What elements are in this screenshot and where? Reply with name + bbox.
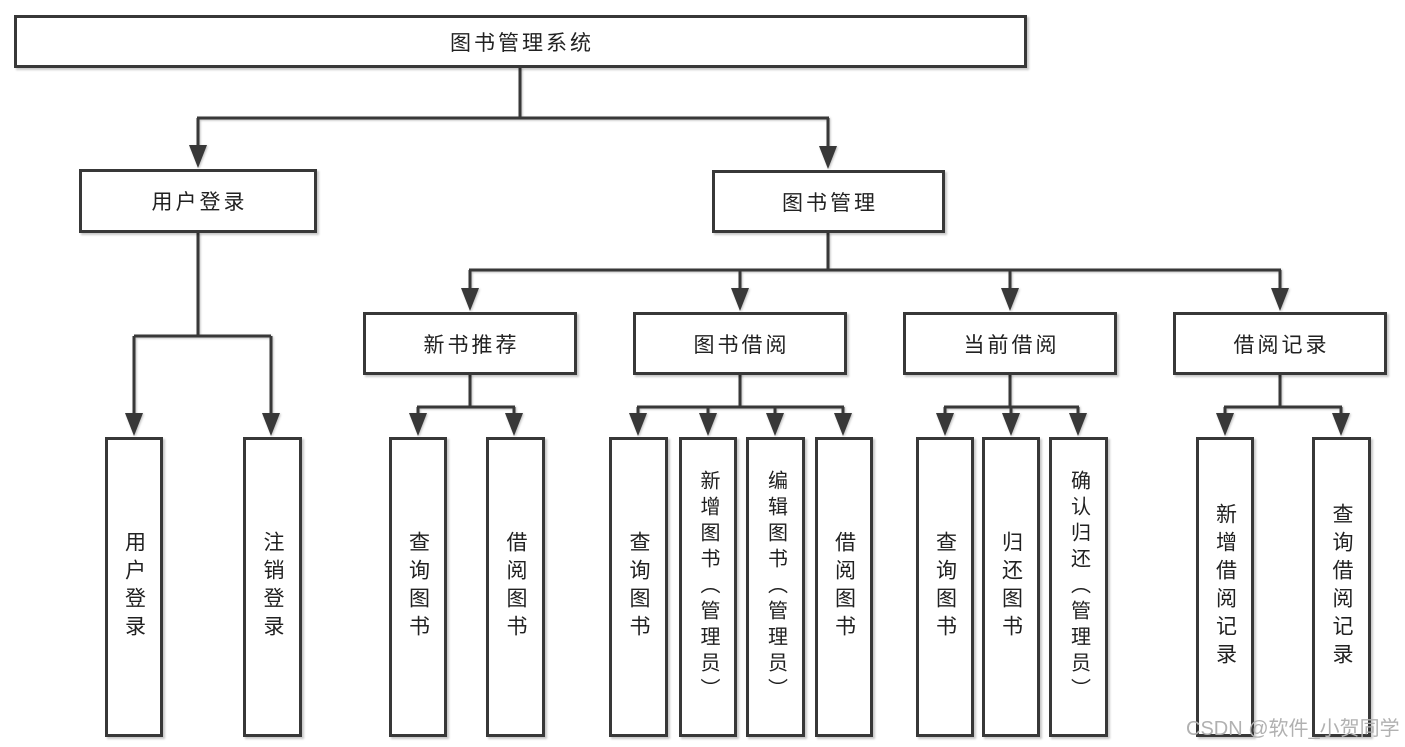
connector-newbook-to-leaves (416, 375, 516, 416)
arrowhead-icon (834, 413, 852, 436)
leaf-nb-query-books: 查询图书 (389, 437, 447, 737)
arrowhead-icon (189, 145, 207, 168)
watermark-csdn: CSDN @软件_小贺同学 (1186, 718, 1400, 740)
connector-currentborrow-to-leaves (943, 375, 1080, 416)
leaf-user-login: 用户登录 (105, 437, 163, 737)
leaf-bb-borrow-books: 借阅图书 (815, 437, 873, 737)
leaf-bb-query-books: 查询图书 (609, 437, 668, 737)
connector-records-to-leaves (1223, 375, 1343, 416)
arrowhead-icon (1271, 288, 1289, 311)
leaf-cb-return-books: 归还图书 (982, 437, 1040, 737)
connector-userlogin-to-leaves (132, 233, 273, 416)
node-library-system: 图书管理系统 (14, 15, 1027, 68)
arrowhead-icon (461, 288, 479, 311)
node-current-borrow: 当前借阅 (903, 312, 1117, 375)
node-label: 确认归还（管理员） (1067, 470, 1090, 704)
node-new-book-recommend: 新书推荐 (363, 312, 577, 375)
node-book-borrow: 图书借阅 (633, 312, 847, 375)
connector-root-to-level2 (196, 68, 830, 149)
node-user-login: 用户登录 (79, 169, 317, 233)
node-label: 注销登录 (261, 531, 284, 643)
arrowhead-icon (1001, 288, 1019, 311)
arrowhead-icon (1002, 413, 1020, 436)
arrowhead-icon (125, 413, 143, 436)
node-label: 借阅图书 (504, 531, 527, 643)
leaf-rc-query-borrow-record: 查询借阅记录 (1312, 437, 1371, 737)
leaf-bb-edit-books-admin: 编辑图书（管理员） (746, 437, 805, 737)
node-label: 新增图书（管理员） (697, 470, 719, 704)
arrowhead-icon (505, 413, 523, 436)
node-label: 用户登录 (151, 191, 248, 214)
connector-bookmgmt-to-level3 (468, 233, 1282, 291)
node-label: 归还图书 (999, 531, 1023, 643)
leaf-bb-add-books-admin: 新增图书（管理员） (679, 437, 737, 737)
leaf-logout: 注销登录 (243, 437, 302, 737)
leaf-cb-query-books: 查询图书 (916, 437, 974, 737)
leaf-rc-add-borrow-record: 新增借阅记录 (1196, 437, 1254, 737)
arrowhead-icon (699, 413, 717, 436)
arrowhead-icon (819, 146, 837, 169)
arrowhead-icon (262, 413, 280, 436)
node-label: 用户登录 (122, 531, 146, 643)
node-label: 新书推荐 (423, 333, 520, 357)
node-label: 新增借阅记录 (1213, 503, 1237, 671)
node-label: 借阅图书 (832, 531, 856, 643)
node-label: 当前借阅 (963, 333, 1060, 357)
arrowhead-icon (629, 413, 647, 436)
arrowhead-icon (409, 413, 427, 436)
arrowhead-icon (731, 288, 749, 311)
node-label: 图书管理系统 (450, 31, 594, 55)
leaf-cb-confirm-return-admin: 确认归还（管理员） (1049, 437, 1108, 737)
node-label: 编辑图书（管理员） (764, 470, 787, 704)
node-label: 借阅记录 (1233, 333, 1330, 357)
arrowhead-icon (1332, 413, 1350, 436)
connector-bookborrow-to-leaves (636, 374, 845, 416)
arrowhead-icon (1216, 413, 1234, 436)
node-borrow-records: 借阅记录 (1173, 312, 1387, 375)
arrowhead-icon (766, 413, 784, 436)
node-label: 查询图书 (627, 531, 650, 643)
node-label: 图书借阅 (693, 333, 790, 357)
arrowhead-icon (936, 413, 954, 436)
node-label: 查询图书 (406, 531, 430, 643)
arrowhead-icon (1069, 413, 1087, 436)
node-label: 图书管理 (782, 191, 878, 215)
leaf-nb-borrow-books: 借阅图书 (486, 437, 545, 737)
node-book-management: 图书管理 (712, 170, 945, 233)
node-label: 查询借阅记录 (1330, 503, 1353, 671)
node-label: 查询图书 (933, 531, 957, 643)
